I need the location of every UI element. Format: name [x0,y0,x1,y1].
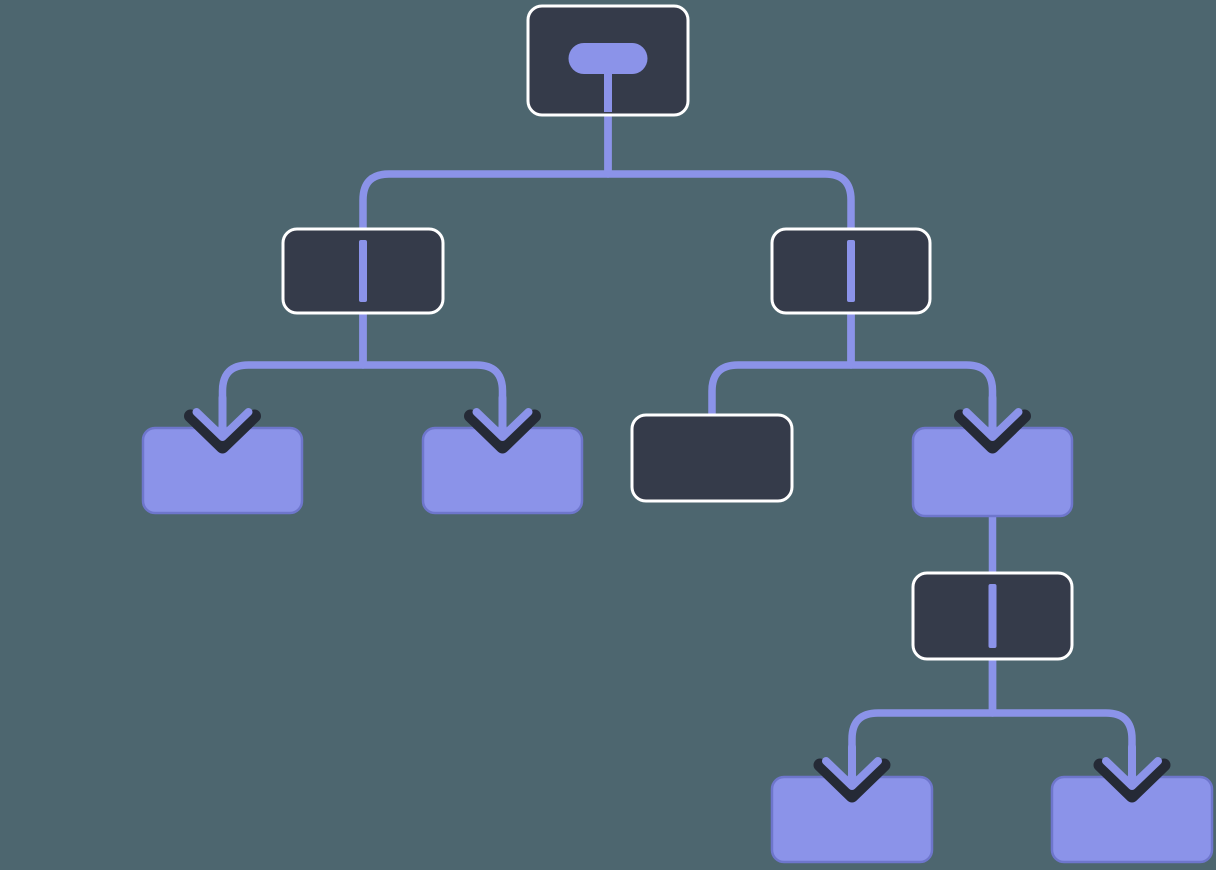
arrow-markers-layer [184,394,1171,803]
edge-branch-lower-to-leaf-3 [848,659,997,759]
arrow-chevron-purple-icon [1102,757,1162,790]
node-branch-lower[interactable] [911,571,1074,661]
arrow-chevron-purple-icon [472,408,533,441]
arrow-chevron-purple-icon [822,757,882,790]
node-dark-leaf-body[interactable] [630,413,794,503]
edges-layer [218,115,1136,759]
edge-root-to-branch-left [359,115,612,232]
pass-through-line-icon [988,584,997,648]
edge-root-to-branch-right [604,115,855,232]
arrow-chevron-dark-icon [464,409,541,454]
edge-branch-left-to-leaf-2 [359,313,507,410]
pass-through-line-icon [359,240,367,302]
arrow-into-leaf-2 [464,394,541,454]
root-pill-stem-icon [604,70,612,112]
arrow-chevron-dark-icon [184,409,261,454]
arrow-chevron-purple-icon [962,408,1023,441]
edge-branch-left-to-leaf-1 [218,313,367,410]
arrow-chevron-dark-icon [954,409,1031,454]
root-pill-icon [568,43,648,74]
node-root[interactable] [526,4,690,117]
edge-branch-right-to-purple-mid [847,313,997,410]
arrow-into-purple-mid [954,394,1031,454]
pass-through-line-icon [847,240,855,302]
edge-branch-right-to-dark-leaf [708,313,855,418]
arrow-into-leaf-4 [1093,743,1171,803]
node-dark-leaf[interactable] [630,413,794,503]
nodes-layer [141,4,1214,864]
edge-branch-lower-to-leaf-4 [988,659,1136,759]
arrow-into-leaf-3 [813,743,891,803]
node-branch-right[interactable] [770,227,932,315]
arrow-chevron-purple-icon [192,408,253,441]
arrow-chevron-dark-icon [813,758,891,803]
arrow-chevron-dark-icon [1093,758,1171,803]
arrow-into-leaf-1 [184,394,261,454]
node-branch-left[interactable] [281,227,445,315]
